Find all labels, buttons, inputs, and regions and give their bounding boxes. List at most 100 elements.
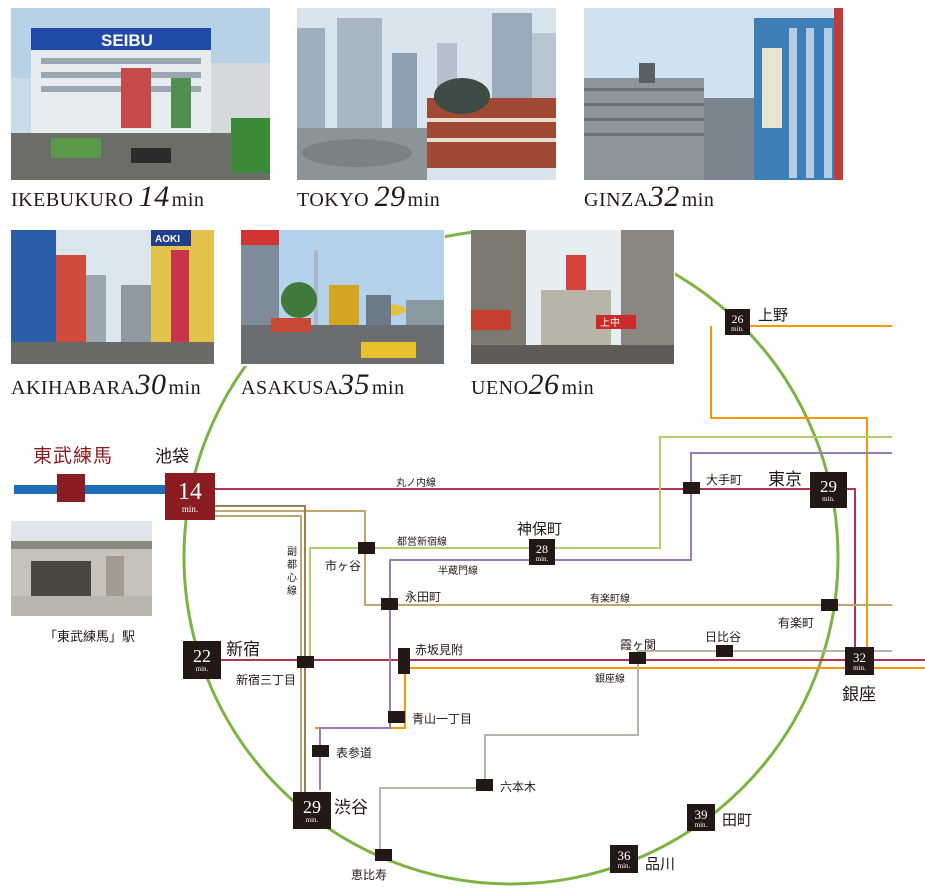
station-ueno: 上野 bbox=[758, 306, 789, 324]
station-jimbocho: 神保町 bbox=[517, 520, 563, 538]
badge-unit: min. bbox=[181, 504, 199, 514]
station-yurakucho: 有楽町 bbox=[778, 616, 815, 630]
aoyamaitchome-marker bbox=[388, 711, 405, 723]
origin-photo-caption: 「東武練馬」駅 bbox=[44, 630, 136, 645]
destination-unit: min bbox=[407, 189, 441, 211]
badge-unit: min. bbox=[822, 495, 835, 503]
badge-minutes: 39 bbox=[694, 807, 708, 822]
tobu-nerima-marker bbox=[57, 474, 85, 502]
badge-unit: min. bbox=[195, 665, 209, 673]
station-kasumigaseki: 霞ヶ関 bbox=[620, 638, 657, 652]
station-ginza: 銀座 bbox=[842, 685, 876, 705]
destination-minutes: 29 bbox=[374, 180, 406, 213]
hibiya-line bbox=[379, 650, 892, 853]
badge-minutes: 22 bbox=[193, 646, 211, 666]
badge-ueno: 26 min. bbox=[725, 309, 750, 335]
station-hibiya: 日比谷 bbox=[705, 630, 742, 644]
line-label-marunouchi: 丸ノ内線 bbox=[396, 478, 436, 489]
badge-shibuya: 29 min. bbox=[293, 792, 331, 829]
badge-unit: min. bbox=[535, 555, 549, 563]
destination-unit: min bbox=[168, 377, 202, 399]
station-nagatacho: 永田町 bbox=[405, 590, 442, 604]
badge-minutes: 32 bbox=[853, 650, 866, 665]
destination-minutes: 14 bbox=[138, 180, 170, 213]
badge-unit: min. bbox=[617, 862, 631, 870]
roppongi-marker bbox=[476, 779, 493, 791]
station-shinjukusanchome: 新宿三丁目 bbox=[236, 673, 297, 687]
line-label-toei-shinjuku: 都営新宿線 bbox=[397, 537, 447, 548]
photo-akihabara: AOKI bbox=[11, 230, 214, 364]
destination-name: UENO bbox=[471, 377, 529, 399]
badge-unit: min. bbox=[731, 325, 744, 333]
otemachi-marker bbox=[683, 482, 700, 494]
seibu-sign: SEIBU bbox=[101, 31, 153, 50]
yurakucho-marker bbox=[821, 599, 838, 611]
badge-ginza: 32 min. bbox=[845, 647, 874, 675]
badge-tamachi: 39 min. bbox=[687, 804, 715, 831]
station-otemachi: 大手町 bbox=[706, 473, 743, 487]
station-shibuya: 渋谷 bbox=[334, 798, 368, 818]
station-aoyamaitchome: 青山一丁目 bbox=[412, 712, 473, 726]
photo-ikebukuro: SEIBU bbox=[11, 8, 270, 180]
badge-minutes: 36 bbox=[617, 848, 631, 863]
badge-tokyo: 29 min. bbox=[810, 472, 847, 508]
badge-minutes: 26 bbox=[731, 312, 744, 326]
marunouchi-line bbox=[215, 488, 856, 658]
akasakamitsuke-marker bbox=[398, 648, 410, 674]
destination-unit: min bbox=[171, 189, 205, 211]
destination-unit: min bbox=[371, 377, 405, 399]
destination-minutes: 26 bbox=[528, 368, 560, 401]
line-label-fukutoshin: 副都心線 bbox=[287, 547, 297, 597]
badge-minutes: 29 bbox=[303, 797, 321, 817]
station-ichigaya: 市ヶ谷 bbox=[325, 559, 362, 573]
line-label-hanzomon: 半蔵門線 bbox=[438, 566, 478, 577]
shinjukusanchome-marker bbox=[297, 656, 314, 668]
badge-minutes: 28 bbox=[536, 542, 548, 556]
badge-unit: min. bbox=[305, 816, 319, 824]
station-tokyo: 東京 bbox=[768, 470, 802, 490]
photo-ueno: 上中 bbox=[471, 230, 674, 364]
station-shinjuku: 新宿 bbox=[226, 640, 260, 660]
destination-name: AKIHABARA bbox=[11, 377, 136, 399]
omotesando-marker bbox=[312, 745, 329, 757]
badge-ikebukuro: 14 min. bbox=[165, 473, 215, 520]
hibiya-marker bbox=[716, 645, 733, 657]
badge-jimbocho: 28 min. bbox=[529, 539, 555, 565]
destination-name: ASAKUSA bbox=[241, 377, 339, 399]
kasumigaseki-marker bbox=[629, 652, 646, 664]
ueno-sign: 上中 bbox=[600, 316, 620, 329]
station-akasakamitsuke: 赤坂見附 bbox=[415, 643, 464, 657]
ebisu-marker bbox=[375, 849, 392, 861]
photo-tobu-nerima-station bbox=[11, 521, 152, 616]
destination-name: IKEBUKURO bbox=[11, 189, 134, 211]
origin-label: 東武練馬 bbox=[33, 445, 114, 467]
photo-ginza bbox=[584, 8, 843, 180]
nagatacho-marker bbox=[381, 598, 398, 610]
destination-name: GINZA bbox=[584, 189, 649, 211]
line-label-ginza: 銀座線 bbox=[595, 674, 625, 685]
ichigaya-marker bbox=[358, 542, 375, 554]
station-tamachi: 田町 bbox=[722, 811, 753, 829]
station-omotesando: 表参道 bbox=[336, 746, 373, 760]
destination-name: TOKYO bbox=[297, 189, 370, 211]
station-roppongi: 六本木 bbox=[500, 780, 537, 794]
aoki-sign: AOKI bbox=[155, 234, 180, 245]
line-label-yurakucho: 有楽町線 bbox=[590, 594, 630, 605]
station-ikebukuro: 池袋 bbox=[155, 447, 189, 467]
badge-minutes: 14 bbox=[178, 479, 202, 505]
station-ebisu: 恵比寿 bbox=[351, 868, 388, 882]
badge-unit: min. bbox=[694, 821, 708, 829]
station-shinagawa: 品川 bbox=[645, 855, 676, 873]
badge-shinjuku: 22 min. bbox=[183, 641, 221, 679]
photo-asakusa bbox=[241, 230, 444, 364]
destination-minutes: 32 bbox=[648, 180, 680, 213]
destination-minutes: 35 bbox=[338, 368, 370, 401]
tobu-line bbox=[14, 485, 166, 494]
photo-tokyo bbox=[297, 8, 556, 180]
